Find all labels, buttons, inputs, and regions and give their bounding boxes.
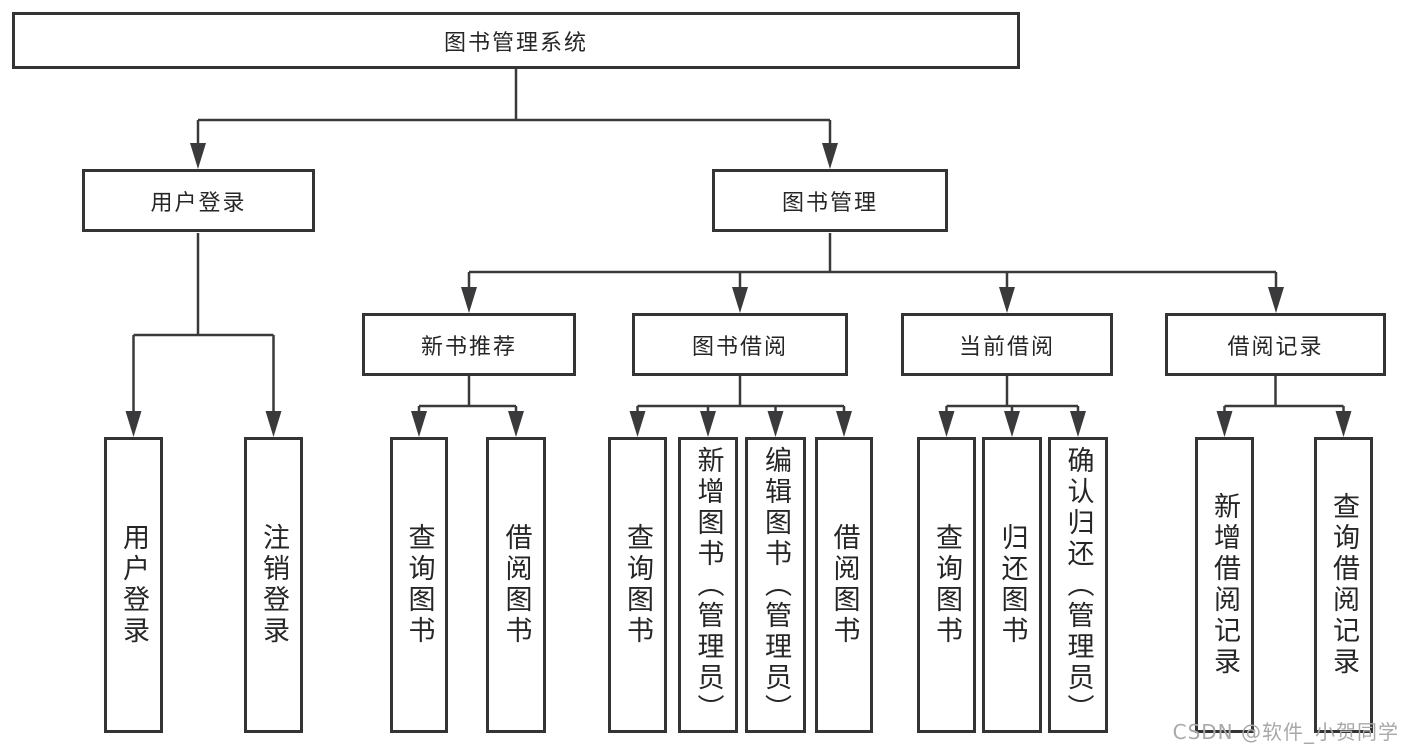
node-label: 图书管理系统	[443, 30, 588, 56]
node-current-borrow: 当前借阅	[901, 313, 1113, 376]
node-label: 用户登录	[118, 523, 149, 647]
leaf-edit-book-admin: 编辑图书（管理员）	[745, 437, 806, 733]
leaf-query-current-borrow: 查询图书	[917, 437, 976, 733]
node-user-login: 用户登录	[82, 169, 315, 232]
leaf-logout: 注销登录	[244, 437, 303, 733]
leaf-query-borrow-record: 查询借阅记录	[1314, 437, 1373, 733]
node-label: 图书管理	[781, 190, 878, 216]
leaf-add-book-admin: 新增图书（管理员）	[678, 437, 738, 733]
connector-arrowheads	[125, 143, 1352, 437]
leaf-query-book: 查询图书	[608, 437, 667, 733]
node-label: 图书借阅	[691, 334, 788, 360]
node-label: 借阅记录	[1227, 334, 1324, 360]
node-library-management-system: 图书管理系统	[12, 12, 1020, 69]
node-label: 用户登录	[150, 190, 247, 216]
node-book-borrow: 图书借阅	[632, 313, 848, 376]
leaf-add-borrow-record: 新增借阅记录	[1195, 437, 1254, 733]
node-label: 注销登录	[258, 523, 289, 647]
node-label: 新书推荐	[420, 334, 517, 360]
node-label: 当前借阅	[958, 334, 1055, 360]
node-book-management: 图书管理	[712, 169, 948, 232]
node-label: 查询借阅记录	[1328, 492, 1359, 678]
node-new-book-recommend: 新书推荐	[362, 313, 576, 376]
leaf-return-book: 归还图书	[982, 437, 1042, 733]
leaf-query-book-recommend: 查询图书	[390, 437, 448, 733]
node-label: 归还图书	[996, 523, 1028, 647]
node-label: 查询图书	[931, 523, 962, 647]
node-label: 查询图书	[622, 523, 653, 647]
leaf-borrow-book: 借阅图书	[815, 437, 873, 733]
leaf-borrow-book-recommend: 借阅图书	[486, 437, 546, 733]
csdn-watermark: CSDN @软件_小贺同学	[1172, 720, 1399, 744]
node-label: 确认归还（管理员）	[1062, 445, 1094, 725]
node-label: 借阅图书	[500, 523, 532, 647]
leaf-user-login: 用户登录	[104, 437, 163, 733]
node-label: 借阅图书	[828, 523, 860, 647]
node-label: 新增图书（管理员）	[692, 445, 724, 725]
node-label: 编辑图书（管理员）	[760, 445, 791, 725]
node-label: 新增借阅记录	[1209, 492, 1240, 678]
leaf-confirm-return-admin: 确认归还（管理员）	[1048, 437, 1108, 733]
node-label: 查询图书	[403, 523, 435, 647]
node-borrow-record: 借阅记录	[1165, 313, 1386, 376]
